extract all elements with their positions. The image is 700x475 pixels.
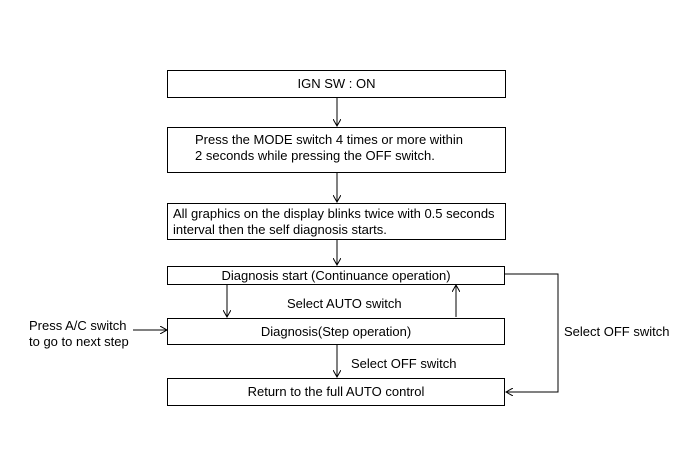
step-return-auto-text: Return to the full AUTO control	[247, 384, 425, 399]
step-graphics-line2: interval then the self diagnosis starts.	[173, 221, 387, 237]
arrow-start-to-return	[504, 273, 559, 392]
label-select-off-right: Select OFF switch	[564, 324, 670, 339]
step-ign-on-text: IGN SW : ON	[297, 76, 376, 91]
step-return-auto: Return to the full AUTO control	[167, 378, 505, 406]
label-select-off-middle: Select OFF switch	[351, 356, 457, 371]
step-graphics-line1: All graphics on the display blinks twice…	[173, 205, 495, 221]
step-press-mode: Press the MODE switch 4 times or more wi…	[167, 127, 506, 173]
label-press-ac-line2: to go to next step	[29, 334, 129, 349]
label-select-auto: Select AUTO switch	[287, 296, 402, 311]
label-press-ac: Press A/C switch to go to next step	[29, 318, 129, 350]
step-ign-on: IGN SW : ON	[167, 70, 506, 98]
step-press-mode-line1: Press the MODE switch 4 times or more wi…	[195, 132, 464, 147]
step-diagnosis-start: Diagnosis start (Continuance operation)	[167, 266, 505, 285]
label-press-ac-line1: Press A/C switch	[29, 318, 127, 333]
step-press-mode-line2: 2 seconds while pressing the OFF switch.	[195, 148, 435, 163]
step-graphics-blink: All graphics on the display blinks twice…	[167, 203, 506, 240]
step-diagnosis-step: Diagnosis(Step operation)	[167, 318, 505, 345]
step-diagnosis-step-text: Diagnosis(Step operation)	[260, 323, 412, 339]
step-diagnosis-start-text: Diagnosis start (Continuance operation)	[221, 267, 451, 283]
